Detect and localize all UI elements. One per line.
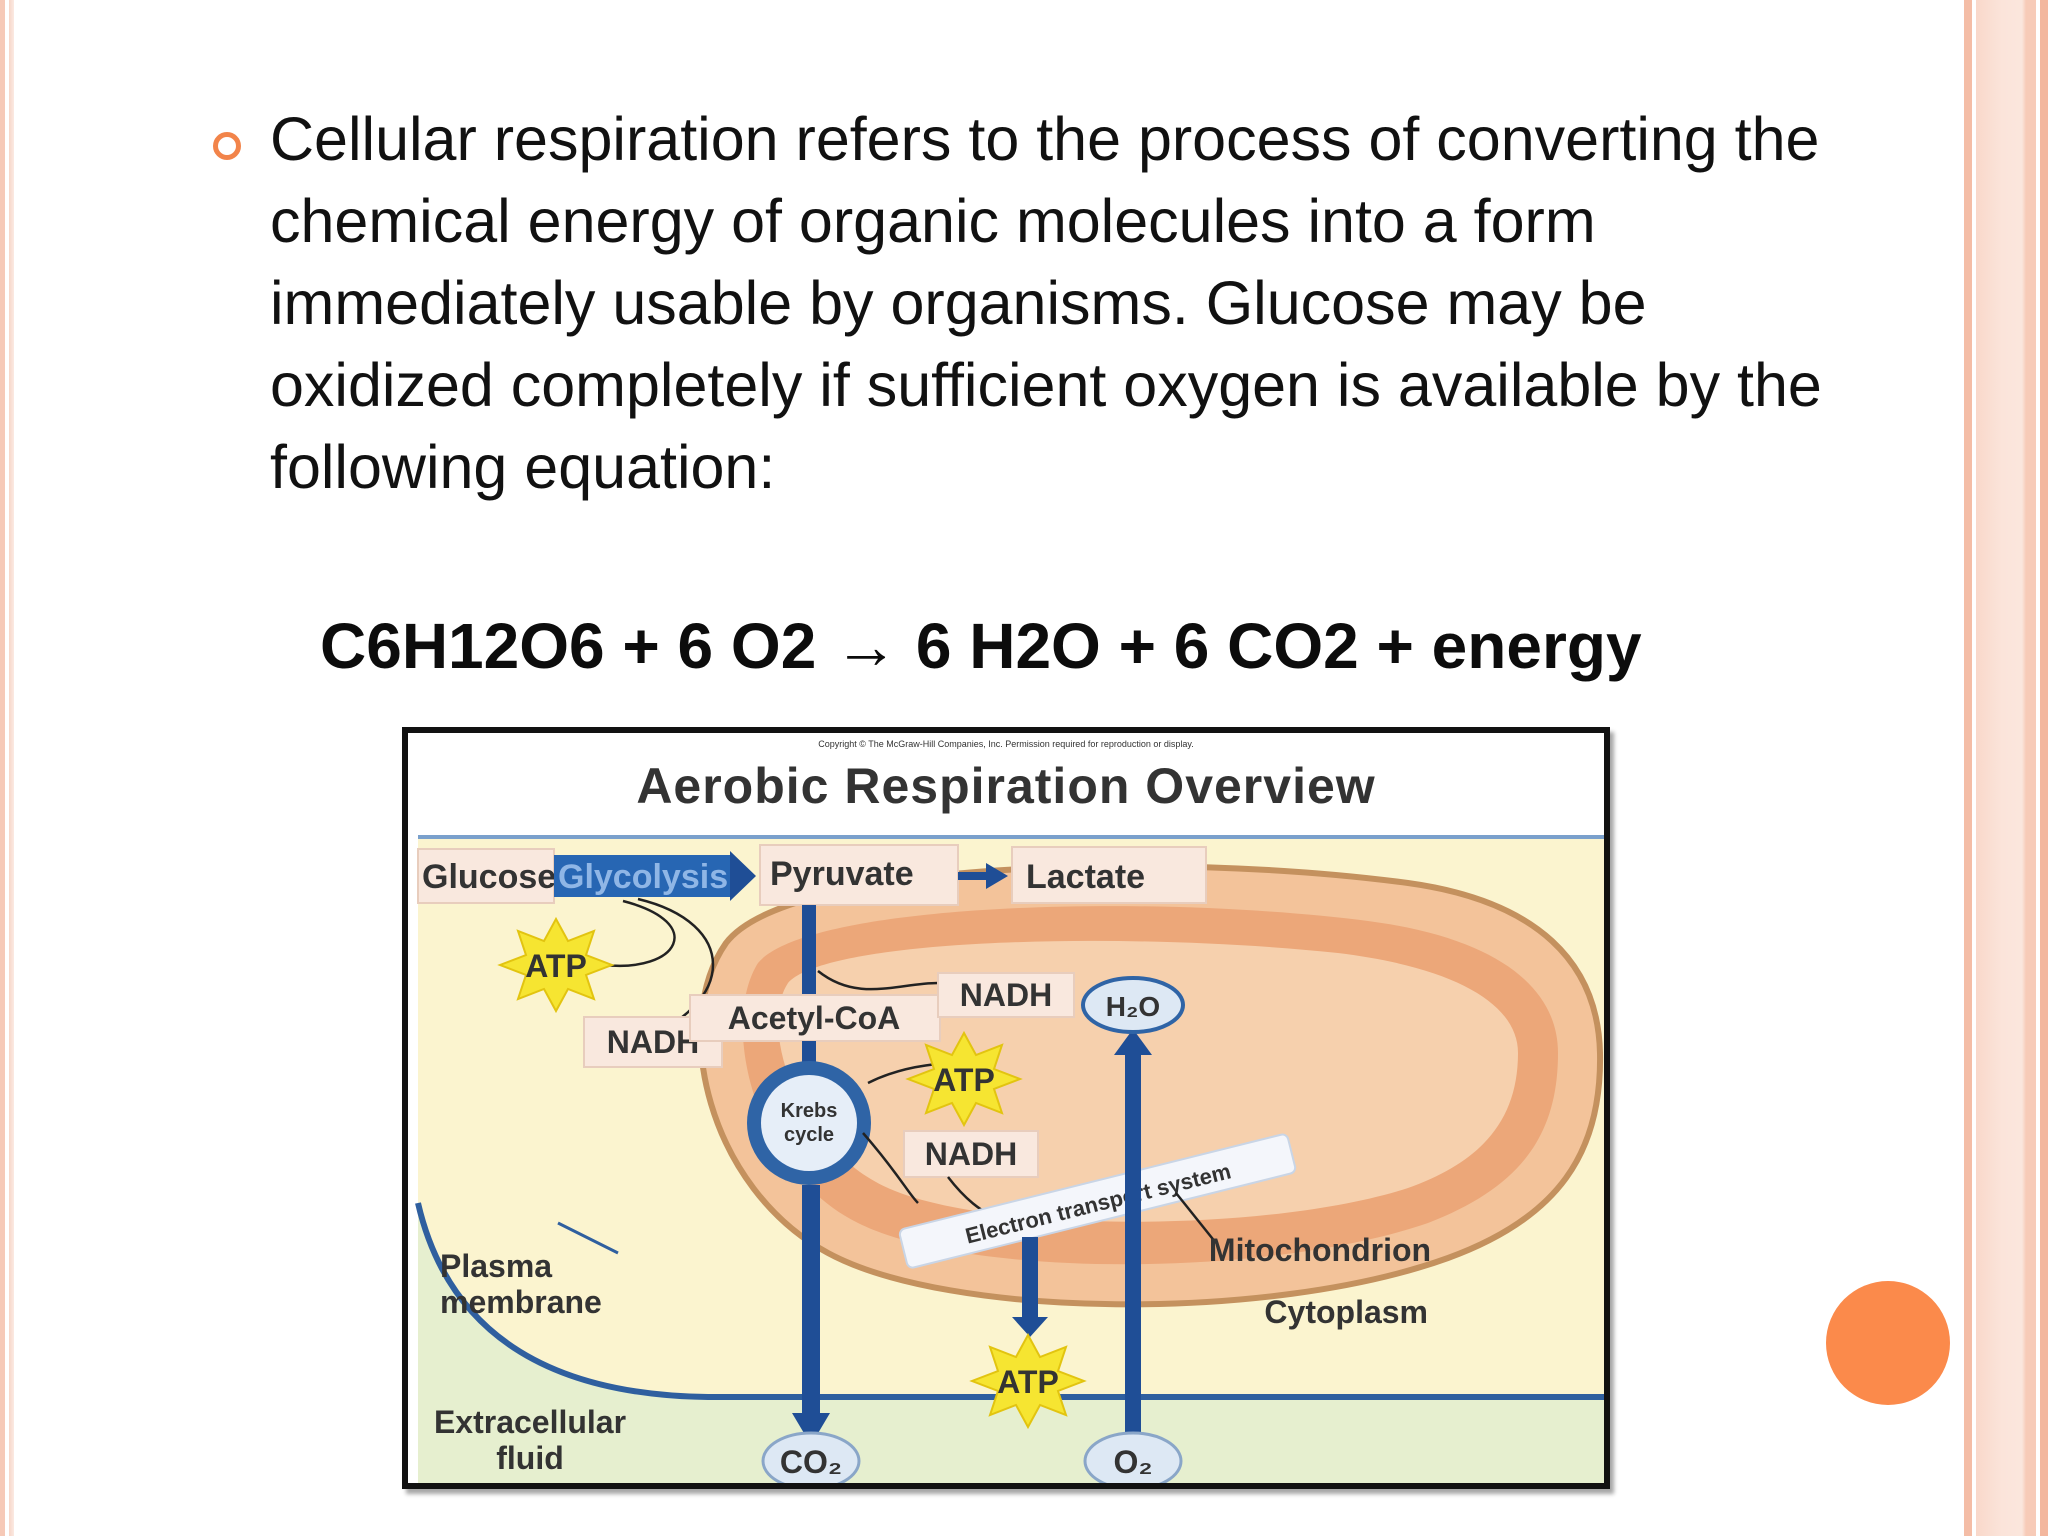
h2o-label: H₂O <box>1106 991 1160 1022</box>
plasma-membrane-line <box>415 1202 1604 1400</box>
respiration-equation: C6H12O6 + 6 O2 → 6 H2O + 6 CO2 + energy <box>320 610 1642 682</box>
krebs-label-line1: Krebs <box>781 1100 838 1122</box>
aerobic-respiration-figure: Copyright © The McGraw-Hill Companies, I… <box>402 727 1610 1489</box>
o2-up-arrow-shaft <box>1125 1051 1141 1441</box>
plasma-label-line2: membrane <box>440 1284 602 1320</box>
krebs-nadh-line <box>862 1132 919 1204</box>
left-edge-stripes <box>0 0 14 1536</box>
bullet-text: Cellular respiration refers to the proce… <box>270 105 1822 501</box>
atp-star-etc <box>969 1332 1087 1430</box>
o2-label: O₂ <box>1113 1444 1152 1480</box>
acetyl-to-krebs-arrow <box>802 1041 816 1063</box>
atp-etc-label: ATP <box>997 1364 1059 1400</box>
nadh-acetyl-box <box>937 972 1075 1018</box>
atp-star-krebs <box>905 1030 1023 1128</box>
bullet-ring-icon <box>213 132 241 160</box>
cytoplasm-label: Cytoplasm <box>1264 1294 1428 1330</box>
krebs-label-line2: cycle <box>784 1124 834 1146</box>
krebs-cycle-circle <box>761 1075 857 1171</box>
etc-atp-arrow-head <box>1012 1317 1048 1337</box>
respiration-diagram: Copyright © The McGraw-Hill Companies, I… <box>415 739 1604 1483</box>
h2o-bubble <box>1081 976 1185 1034</box>
nadh-krebs-label: NADH <box>925 1136 1017 1172</box>
glucose-box <box>417 848 555 904</box>
mitochondrion-pointer <box>1175 1192 1217 1244</box>
lactate-label: Lactate <box>1026 858 1145 896</box>
orange-accent-circle <box>1826 1281 1950 1405</box>
glucose-label: Glucose <box>422 858 556 896</box>
extracellular-region <box>418 1203 1604 1483</box>
pyruvate-box <box>759 844 959 906</box>
plasma-label-line1: Plasma <box>440 1248 552 1284</box>
glycolysis-arrow-head <box>730 851 756 901</box>
acetyl-coa-box <box>689 994 941 1042</box>
pyruvate-to-lactate-arrow <box>958 863 1008 889</box>
glycolysis-atp-curve <box>603 899 676 968</box>
atp-star-glycolysis <box>497 916 615 1014</box>
extracellular-label-line1: Extracellular <box>434 1404 626 1440</box>
nadh-acetyl-label: NADH <box>960 977 1052 1013</box>
co2-bubble <box>761 1431 861 1483</box>
o2-up-arrow-head <box>1114 1029 1152 1055</box>
right-edge-stripes <box>1962 0 2048 1536</box>
atp-krebs-label: ATP <box>933 1062 995 1098</box>
co2-label: CO₂ <box>780 1444 842 1480</box>
nadh-krebs-box <box>903 1130 1039 1178</box>
pyruvate-label: Pyruvate <box>770 855 914 893</box>
co2-down-arrow-shaft <box>802 1185 820 1415</box>
pyruvate-down-arrow <box>802 905 816 995</box>
copyright-text: Copyright © The McGraw-Hill Companies, I… <box>818 739 1193 749</box>
atp-glycolysis-label: ATP <box>525 948 587 984</box>
glycolysis-box <box>554 855 730 897</box>
glycolysis-label: Glycolysis <box>558 858 728 896</box>
etc-banner-box <box>898 1133 1297 1269</box>
figure-title: Aerobic Respiration Overview <box>636 758 1375 814</box>
nadh-glycolysis-label: NADH <box>607 1024 699 1060</box>
o2-bubble <box>1083 1431 1183 1483</box>
mitochondrion-label: Mitochondrion <box>1209 1232 1431 1268</box>
extracellular-label-line2: fluid <box>496 1440 564 1476</box>
lactate-box <box>1011 846 1207 904</box>
etc-atp-arrow-shaft <box>1022 1237 1038 1321</box>
co2-down-arrow-head <box>792 1413 830 1445</box>
acetyl-nadh-curve <box>817 970 939 991</box>
acetyl-coa-label: Acetyl-CoA <box>728 1000 900 1036</box>
plasma-membrane-pointer <box>557 1221 619 1255</box>
